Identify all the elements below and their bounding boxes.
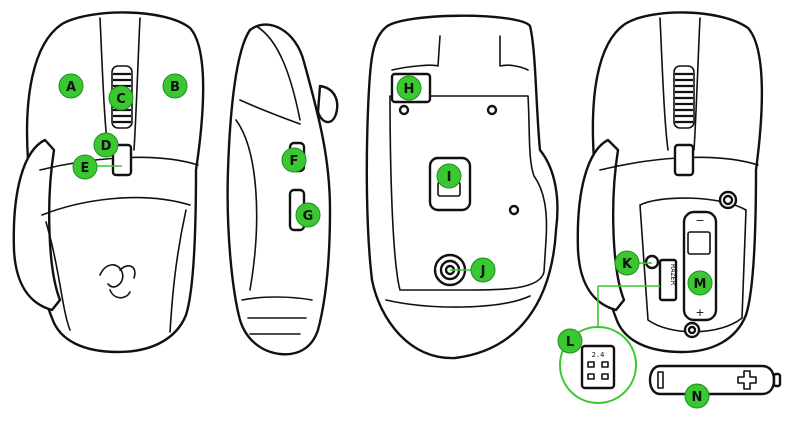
callout-B: B xyxy=(162,73,188,99)
svg-text:D: D xyxy=(101,139,112,154)
mouse-bottom-view xyxy=(365,14,559,360)
razer-logo-icon xyxy=(99,264,136,299)
callout-N: N xyxy=(684,383,710,409)
svg-text:K: K xyxy=(622,257,633,272)
callout-C: C xyxy=(108,85,134,111)
battery-compartment xyxy=(682,210,718,322)
mouse-open-top-view: − + RAZER xyxy=(576,11,764,354)
battery-plus-icon xyxy=(737,370,757,390)
callout-D: D xyxy=(93,132,119,158)
callout-M: M xyxy=(687,270,713,296)
callout-G: G xyxy=(295,202,321,228)
callout-K: K xyxy=(614,250,652,276)
battery-minus-icon xyxy=(657,371,664,389)
svg-text:G: G xyxy=(303,209,314,224)
svg-text:I: I xyxy=(447,170,452,185)
dongle-slot xyxy=(658,258,678,302)
svg-text:E: E xyxy=(81,161,90,176)
callout-I: I xyxy=(436,163,462,189)
aa-battery xyxy=(648,364,782,396)
compartment-minus-sign: − xyxy=(695,214,704,227)
usb-dongle xyxy=(580,344,616,390)
mouse-side-view xyxy=(226,23,339,356)
svg-text:A: A xyxy=(66,80,76,95)
svg-text:F: F xyxy=(290,154,299,169)
compartment-plus-sign: + xyxy=(695,306,704,319)
svg-text:N: N xyxy=(692,390,703,405)
callout-F: F xyxy=(281,147,307,173)
callout-L: L xyxy=(557,328,583,354)
mouse-top-view xyxy=(12,11,205,354)
callout-H: H xyxy=(396,75,422,101)
svg-text:B: B xyxy=(170,80,180,95)
callout-E: E xyxy=(72,154,122,180)
svg-text:M: M xyxy=(694,277,707,292)
svg-text:C: C xyxy=(116,92,126,107)
callout-A: A xyxy=(58,73,84,99)
dongle-slot-brand-text: RAZER xyxy=(669,264,677,286)
svg-text:L: L xyxy=(566,335,574,350)
callout-J: J xyxy=(450,257,496,283)
dongle-label: 2.4 xyxy=(592,351,605,359)
svg-text:H: H xyxy=(404,82,415,97)
svg-text:J: J xyxy=(480,264,486,279)
